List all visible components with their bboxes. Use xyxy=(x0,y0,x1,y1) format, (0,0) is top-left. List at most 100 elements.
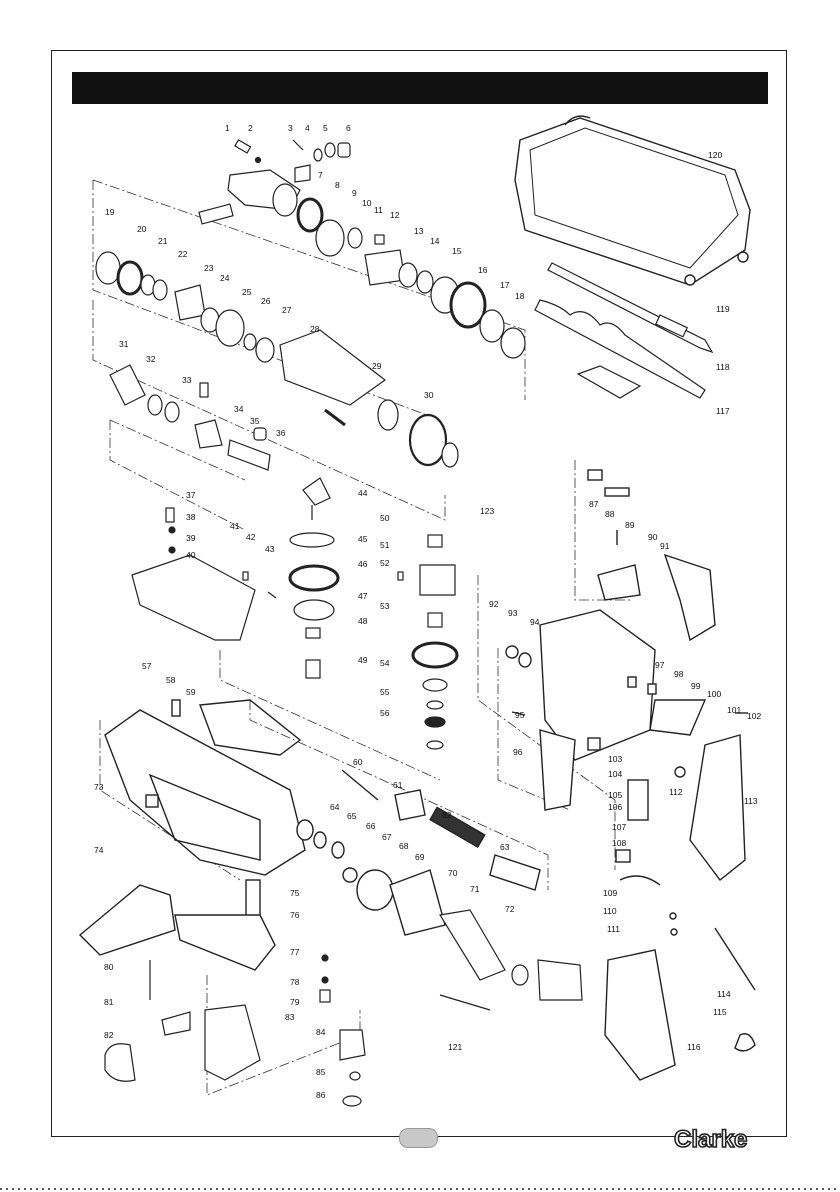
part-label: 105 xyxy=(608,790,622,800)
part-label: 24 xyxy=(220,273,230,283)
part-label: 113 xyxy=(744,796,758,806)
part-label: 12 xyxy=(390,210,400,220)
part-label: 106 xyxy=(608,802,622,812)
part-label: 76 xyxy=(290,910,300,920)
part-label: 91 xyxy=(660,541,670,551)
part-label: 110 xyxy=(603,906,617,916)
part-label: 95 xyxy=(515,710,525,720)
part-label: 31 xyxy=(119,339,129,349)
part-label: 83 xyxy=(285,1012,295,1022)
part-label: 37 xyxy=(186,490,196,500)
part-label: 11 xyxy=(374,205,383,215)
part-label: 72 xyxy=(505,904,515,914)
part-label: 58 xyxy=(166,675,176,685)
part-label: 84 xyxy=(316,1027,326,1037)
part-label: 6 xyxy=(346,123,351,133)
part-label: 104 xyxy=(608,769,622,779)
part-label: 46 xyxy=(358,559,368,569)
part-label: 14 xyxy=(430,236,440,246)
part-label: 71 xyxy=(470,884,480,894)
part-label: 36 xyxy=(276,428,286,438)
part-label: 117 xyxy=(716,406,730,416)
part-label: 109 xyxy=(603,888,617,898)
part-label: 15 xyxy=(452,246,462,256)
part-119-pointed-chisel xyxy=(547,262,714,354)
part-label: 69 xyxy=(415,852,425,862)
part-120-carry-case xyxy=(514,115,751,286)
rear-housing-parts xyxy=(505,469,756,1081)
part-label: 19 xyxy=(105,207,115,217)
part-label: 107 xyxy=(612,822,626,832)
part-label: 89 xyxy=(625,520,635,530)
part-label: 27 xyxy=(282,305,292,315)
part-label: 53 xyxy=(380,601,390,611)
part-label: 41 xyxy=(230,521,240,531)
part-label: 118 xyxy=(716,362,730,372)
part-label: 88 xyxy=(605,509,615,519)
part-label: 79 xyxy=(290,997,300,1007)
part-number-labels: 1 2 3 4 5 6 7 8 9 10 11 12 13 14 15 16 1… xyxy=(94,123,761,1100)
part-label: 101 xyxy=(727,705,741,715)
part-label: 29 xyxy=(372,361,382,371)
part-label: 92 xyxy=(489,599,499,609)
part-label: 63 xyxy=(500,842,510,852)
part-label: 119 xyxy=(716,304,730,314)
part-label: 39 xyxy=(186,533,196,543)
part-label: 97 xyxy=(655,660,665,670)
part-label: 23 xyxy=(204,263,214,273)
part-label: 98 xyxy=(674,669,684,679)
part-label: 66 xyxy=(366,821,376,831)
part-label: 44 xyxy=(358,488,368,498)
part-label: 56 xyxy=(380,708,390,718)
part-label: 32 xyxy=(146,354,156,364)
part-label: 13 xyxy=(414,226,424,236)
part-label: 20 xyxy=(137,224,147,234)
part-label: 17 xyxy=(500,280,510,290)
part-label: 25 xyxy=(242,287,252,297)
part-label: 120 xyxy=(708,150,722,160)
part-label: 7 xyxy=(318,170,323,180)
part-label: 43 xyxy=(265,544,275,554)
part-label: 45 xyxy=(358,534,368,544)
motor-parts xyxy=(439,909,583,1011)
part-label: 82 xyxy=(104,1030,114,1040)
part-label: 42 xyxy=(246,532,256,542)
part-label: 115 xyxy=(713,1007,727,1017)
part-label: 67 xyxy=(382,832,392,842)
part-label: 40 xyxy=(186,550,196,560)
page-number-badge xyxy=(399,1128,438,1148)
part-label: 38 xyxy=(186,512,196,522)
part-label: 81 xyxy=(104,997,114,1007)
part-label: 59 xyxy=(186,687,196,697)
part-label: 85 xyxy=(316,1067,326,1077)
part-label: 21 xyxy=(158,236,168,246)
print-registration-marks xyxy=(0,1188,840,1190)
part-label: 16 xyxy=(478,265,488,275)
part-label: 96 xyxy=(513,747,523,757)
part-label: 18 xyxy=(515,291,525,301)
part-label: 8 xyxy=(335,180,340,190)
gear-housing-parts xyxy=(78,699,541,971)
part-label: 108 xyxy=(612,838,626,848)
part-label: 86 xyxy=(316,1090,326,1100)
part-label: 52 xyxy=(380,558,390,568)
part-label: 55 xyxy=(380,687,390,697)
part-label: 26 xyxy=(261,296,271,306)
part-label: 50 xyxy=(380,513,390,523)
part-label: 103 xyxy=(608,754,622,764)
part-label: 94 xyxy=(530,617,540,627)
lower-parts xyxy=(104,954,366,1107)
part-label: 112 xyxy=(669,787,683,797)
brand-name: Clarke xyxy=(674,1126,747,1152)
part-label: 64 xyxy=(330,802,340,812)
header-bar xyxy=(72,72,768,104)
part-label: 28 xyxy=(310,324,320,334)
part-label: 90 xyxy=(648,532,658,542)
part-label: 100 xyxy=(707,689,721,699)
part-label: 65 xyxy=(347,811,357,821)
part-label: 116 xyxy=(687,1042,701,1052)
part-label: 93 xyxy=(508,608,518,618)
part-label: 70 xyxy=(448,868,458,878)
part-label: 78 xyxy=(290,977,300,987)
front-cylinder-parts xyxy=(198,139,526,359)
